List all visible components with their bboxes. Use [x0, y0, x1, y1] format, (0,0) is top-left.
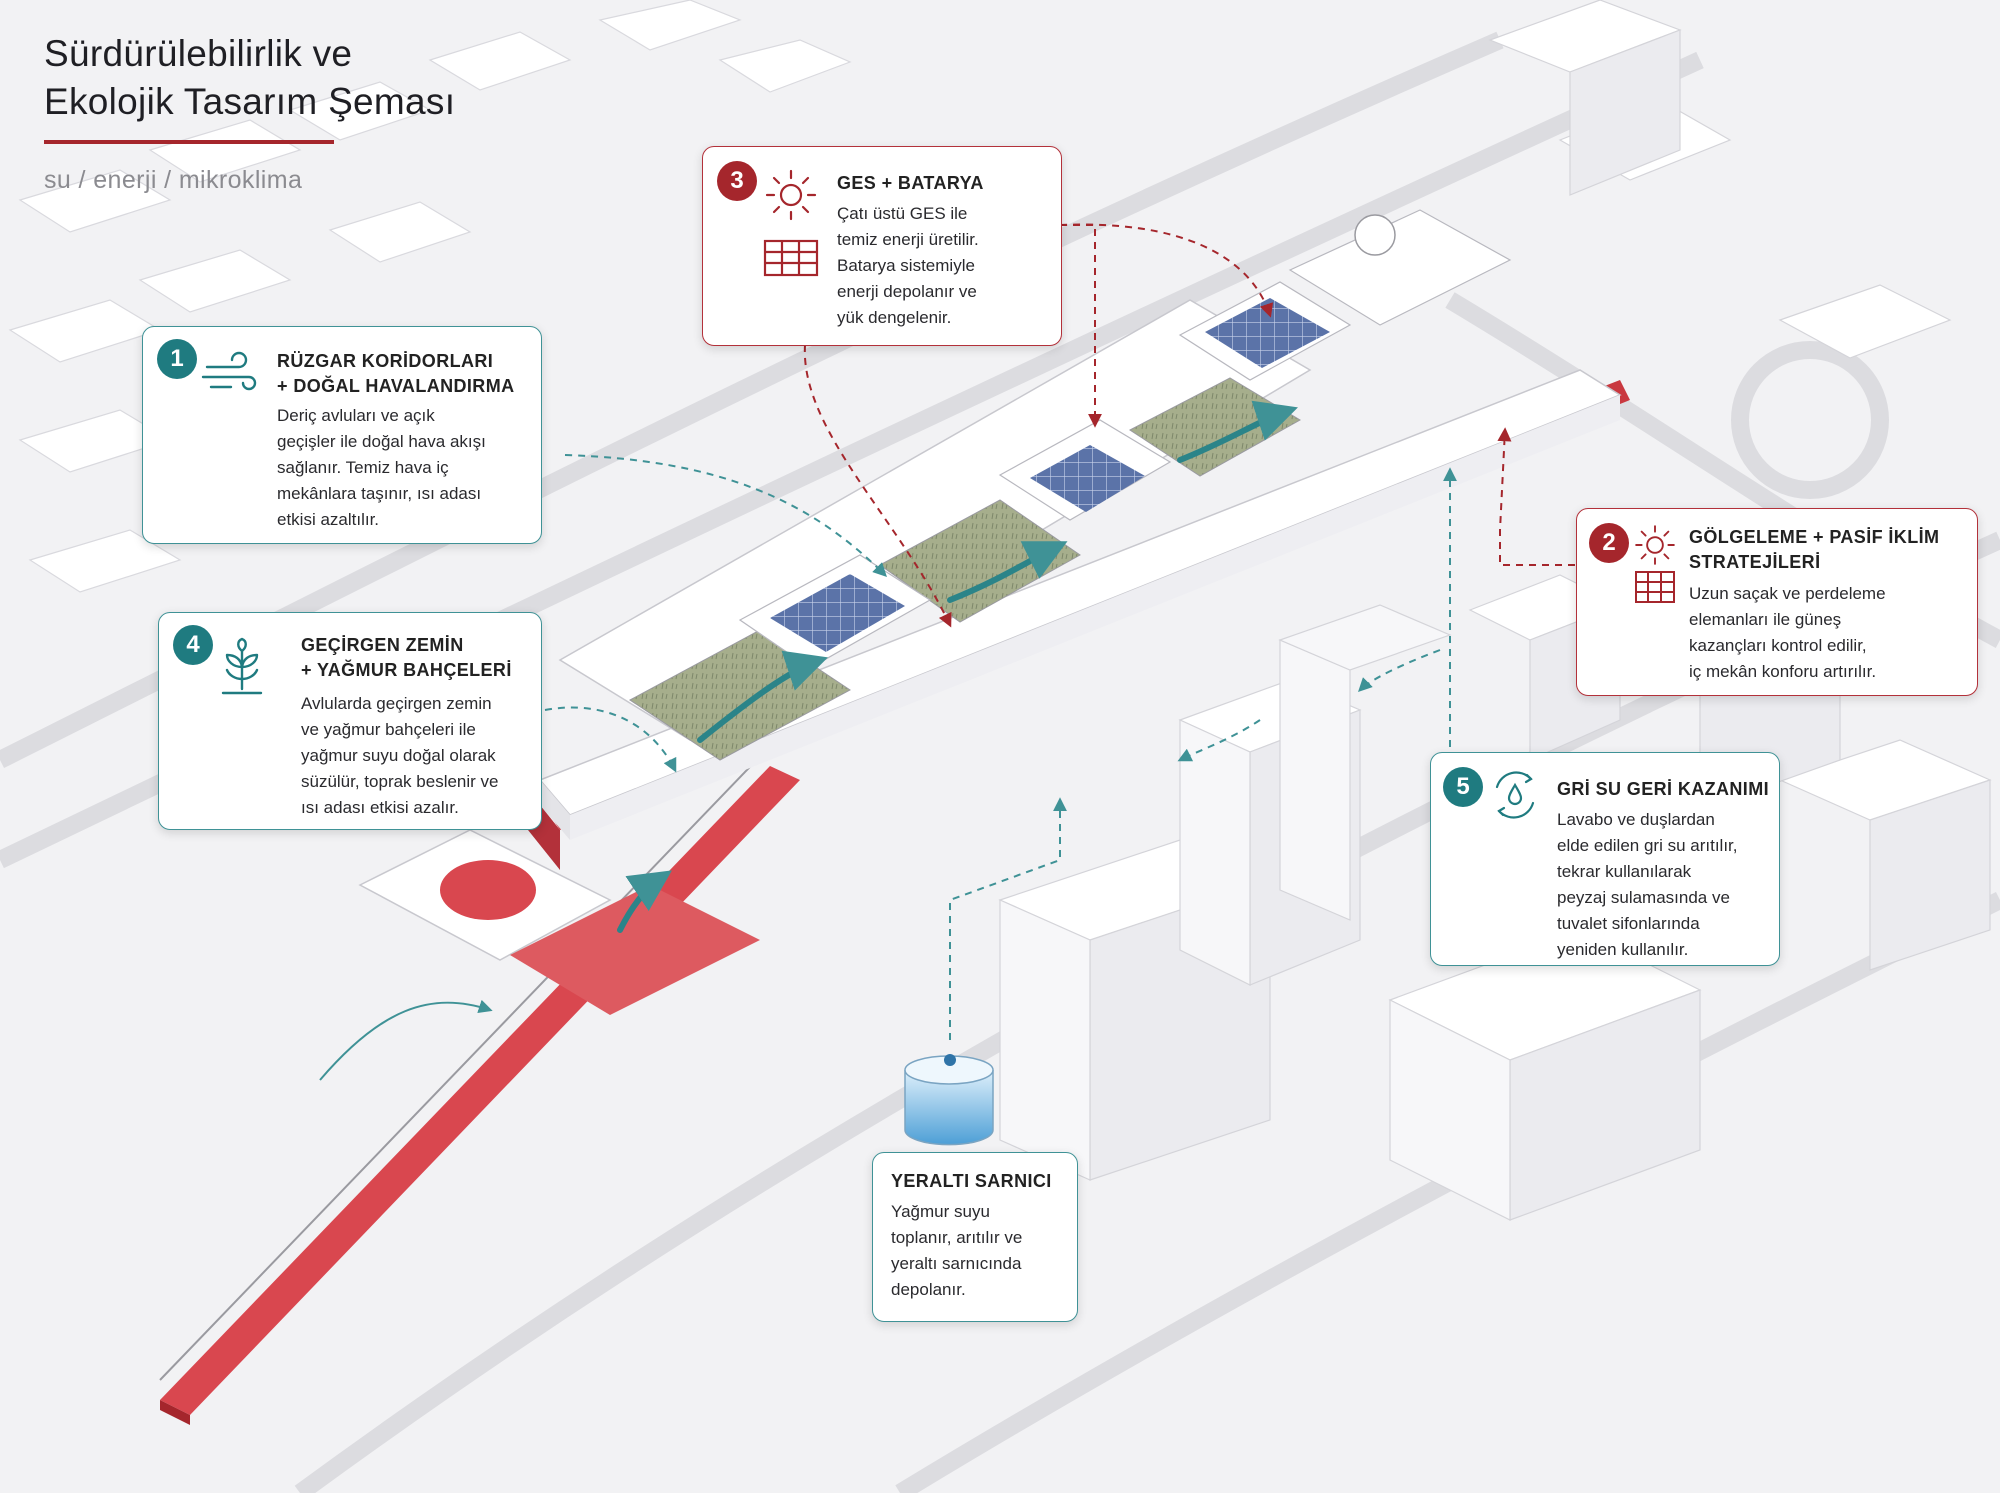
card-body-line: temiz enerji üretilir.	[837, 230, 979, 249]
card-body: Lavabo ve duşlardan elde edilen gri su a…	[1557, 807, 1773, 963]
card-body-line: toplanır, arıtılır ve	[891, 1228, 1023, 1247]
grid-panel-icon	[1635, 571, 1675, 603]
card-body: Avlularda geçirgen zemin ve yağmur bahçe…	[301, 691, 537, 821]
card-body-line: Çatı üstü GES ile	[837, 204, 968, 223]
card-heading: GES + BATARYA	[837, 173, 984, 193]
card-solar-battery: 3 GES + BATARYA Çatı üstü GES ile temiz …	[702, 146, 1062, 346]
title-block: Sürdürülebilirlik ve Ekolojik Tasarım Şe…	[44, 30, 455, 195]
card-heading-line: STRATEJİLERİ	[1689, 552, 1821, 572]
card-body-line: elemanları ile güneş	[1689, 610, 1842, 629]
card-body-line: enerji depolanır ve	[837, 282, 977, 301]
card-heading: YERALTI SARNICI	[891, 1171, 1052, 1191]
tower-blocks	[998, 0, 1992, 1221]
card-body-line: kazançları kontrol edilir,	[1689, 636, 1867, 655]
card-heading-line: + DOĞAL HAVALANDIRMA	[277, 376, 515, 396]
card-body: Deriç avluları ve açık geçişler ile doğa…	[277, 403, 532, 533]
card-body-line: iç mekân konforu artırılır.	[1689, 662, 1877, 681]
card-number-badge: 2	[1589, 523, 1629, 563]
card-body-line: ve yağmur bahçeleri ile	[301, 720, 476, 739]
card-body-line: Batarya sistemiyle	[837, 256, 975, 275]
card-body: Uzun saçak ve perdeleme elemanları ile g…	[1689, 581, 1969, 685]
subtitle: su / enerji / mikroklima	[44, 166, 303, 194]
card-wind-corridors: 1 RÜZGAR KORİDORLARI + DOĞAL HAVALANDIRM…	[142, 326, 542, 544]
courtyard-flow-arrows	[617, 400, 1298, 933]
card-body-line: yük dengelenir.	[837, 308, 952, 327]
card-underground-cistern: YERALTI SARNICI Yağmur suyu toplanır, ar…	[872, 1152, 1078, 1322]
city-blocks	[8, 0, 852, 593]
card-heading: GEÇİRGEN ZEMİN + YAĞMUR BAHÇELERİ	[301, 633, 512, 683]
card-body-line: peyzaj sulamasında ve	[1557, 888, 1730, 907]
card-heading: RÜZGAR KORİDORLARI + DOĞAL HAVALANDIRMA	[277, 349, 515, 399]
title-rule	[44, 140, 334, 144]
card-shading-passive-climate: 2 GÖLGELEME + PASİF İKLİM STRATEJİLERİ U…	[1576, 508, 1978, 696]
card-heading: GRİ SU GERİ KAZANIMI	[1557, 779, 1770, 799]
card-body: Yağmur suyu toplanır, arıtılır ve yeralt…	[891, 1199, 1073, 1303]
card-number-badge: 1	[157, 339, 197, 379]
card-body-line: mekânlara taşınır, ısı adası	[277, 484, 482, 503]
cistern-tank	[904, 1054, 994, 1146]
card-body-line: Yağmur suyu	[891, 1202, 990, 1221]
card-body-line: tuvalet sifonlarında	[1557, 914, 1700, 933]
energy-flow-arrows	[803, 223, 1575, 628]
card-number-badge: 3	[717, 161, 757, 201]
sun-icon	[1635, 525, 1675, 565]
title-line-2: Ekolojik Tasarım Şeması	[44, 81, 456, 122]
plant-icon	[221, 637, 263, 695]
solar-panel-icon	[763, 239, 819, 277]
card-body-line: geçişler ile doğal hava akışı	[277, 432, 486, 451]
card-body-line: Uzun saçak ve perdeleme	[1689, 584, 1886, 603]
card-heading-line: GEÇİRGEN ZEMİN	[301, 635, 464, 655]
card-body-line: yeraltı sarnıcında	[891, 1254, 1022, 1273]
card-body-line: yağmur suyu doğal olarak	[301, 746, 496, 765]
card-body-line: süzülür, toprak beslenir ve	[301, 772, 499, 791]
card-body-line: sağlanır. Temiz hava iç	[277, 458, 449, 477]
card-heading: GÖLGELEME + PASİF İKLİM STRATEJİLERİ	[1689, 525, 1939, 575]
card-body-line: ısı adası etkisi azalır.	[301, 798, 459, 817]
wind-flow-arrows	[319, 454, 1457, 1081]
water-recycle-icon	[1495, 771, 1535, 819]
card-body-line: Lavabo ve duşlardan	[1557, 810, 1715, 829]
card-number-badge: 4	[173, 625, 213, 665]
title-line-1: Sürdürülebilirlik ve	[44, 33, 353, 74]
card-heading-line: GÖLGELEME + PASİF İKLİM	[1689, 527, 1940, 547]
card-body-line: Avlularda geçirgen zemin	[301, 694, 492, 713]
card-body-line: elde edilen gri su arıtılır,	[1557, 836, 1738, 855]
card-heading-line: + YAĞMUR BAHÇELERİ	[301, 660, 512, 680]
card-body-line: etkisi azaltılır.	[277, 510, 380, 529]
wind-icon	[201, 351, 257, 391]
card-greywater-recovery: 5 GRİ SU GERİ KAZANIMI Lavabo ve duşlard…	[1430, 752, 1780, 966]
card-body-line: tekrar kullanılarak	[1557, 862, 1692, 881]
card-body-line: Deriç avluları ve açık	[277, 406, 435, 425]
card-permeable-ground: 4 GEÇİRGEN ZEMİN + YAĞMUR BAHÇELERİ Avlu…	[158, 612, 542, 830]
card-body-line: yeniden kullanılır.	[1557, 940, 1689, 959]
card-body: Çatı üstü GES ile temiz enerji üretilir.…	[837, 201, 1052, 331]
main-building	[358, 209, 1630, 1015]
card-body-line: depolanır.	[891, 1280, 966, 1299]
card-heading-line: RÜZGAR KORİDORLARI	[277, 351, 494, 371]
sun-icon	[765, 169, 817, 221]
card-number-badge: 5	[1443, 767, 1483, 807]
